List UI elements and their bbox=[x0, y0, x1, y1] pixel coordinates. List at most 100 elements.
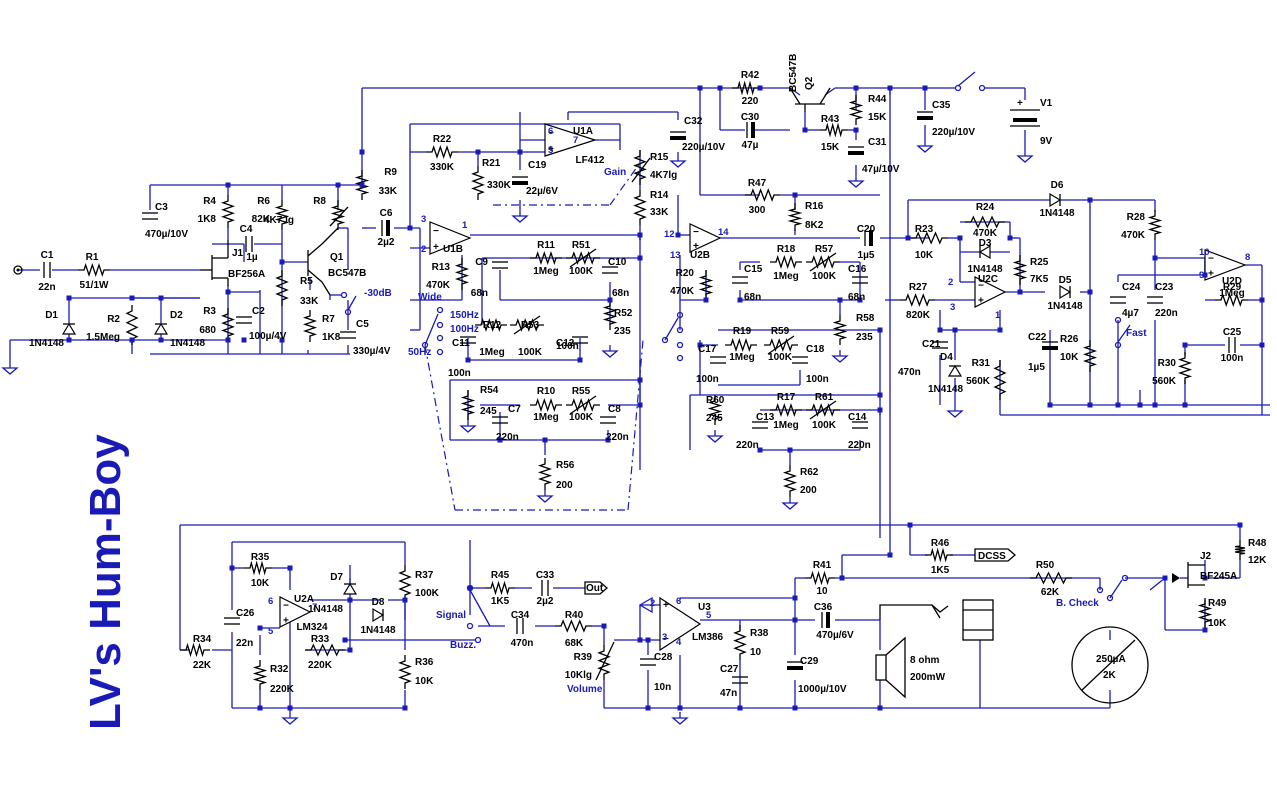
resistor-body bbox=[965, 215, 1005, 229]
label-c3: C3 bbox=[155, 202, 168, 213]
pin-label: 5 bbox=[268, 626, 274, 637]
pin-label: 5 bbox=[706, 610, 712, 621]
annotation-minus-30db: -30dB bbox=[364, 288, 392, 299]
resistor-r48 bbox=[1234, 540, 1246, 560]
junction-dot bbox=[577, 357, 583, 363]
switch-contact bbox=[978, 84, 986, 92]
label-u2b: U2B bbox=[690, 250, 710, 261]
capacitor-c36 bbox=[821, 612, 830, 628]
ground-symbol bbox=[831, 350, 849, 363]
label-c36: C36 bbox=[814, 602, 833, 613]
value-r20: 470K bbox=[670, 286, 695, 297]
value-u2a: LM324 bbox=[296, 622, 328, 633]
label-c17: C17 bbox=[698, 344, 717, 355]
resistor-body bbox=[993, 360, 1007, 400]
capacitor-c35 bbox=[917, 111, 933, 120]
label-c11: C11 bbox=[452, 338, 470, 349]
resistor-r7 bbox=[302, 310, 318, 342]
label-c15: C15 bbox=[744, 264, 763, 275]
resistor-r45 bbox=[485, 580, 515, 596]
junction-dot bbox=[792, 617, 798, 623]
value-c8: 220n bbox=[606, 432, 629, 443]
ground-symbol bbox=[671, 712, 689, 725]
plus-sign: + bbox=[433, 242, 439, 253]
labels: C122nR151/1WD11N4148R21.5MegD21N4148C347… bbox=[29, 70, 1267, 699]
label-j2: J2 bbox=[1200, 551, 1212, 562]
plus-sign: + bbox=[663, 600, 669, 611]
junction-dot bbox=[467, 585, 473, 591]
resistor-r1 bbox=[78, 262, 110, 278]
junction-dot bbox=[853, 85, 859, 91]
resistor-body bbox=[460, 390, 476, 420]
value-c33: 2µ2 bbox=[537, 596, 554, 607]
junction-dot bbox=[1007, 235, 1013, 241]
resistor-r12 bbox=[475, 317, 507, 333]
junction-dot bbox=[225, 182, 231, 188]
pin-label: 6 bbox=[548, 126, 553, 137]
value-r2: 1.5Meg bbox=[86, 332, 120, 343]
junction-dot bbox=[287, 565, 293, 571]
capacitor-c28 bbox=[640, 658, 656, 666]
junction-dot bbox=[887, 85, 893, 91]
junction-dot bbox=[675, 232, 681, 238]
label-r23: R23 bbox=[915, 224, 934, 235]
ground-symbol bbox=[1, 362, 19, 375]
resistor-r10 bbox=[530, 397, 562, 413]
label-u1b: U1B bbox=[443, 244, 463, 255]
junction-dot bbox=[792, 595, 798, 601]
junction-dot bbox=[229, 565, 235, 571]
junction-dot bbox=[637, 255, 643, 261]
label-r32: R32 bbox=[270, 664, 289, 675]
junction-dot bbox=[158, 295, 164, 301]
resistor-body bbox=[782, 465, 798, 497]
opamp-u2d: −+ bbox=[1204, 249, 1247, 281]
label-c34: C34 bbox=[511, 610, 530, 621]
resistor-r17 bbox=[770, 402, 802, 418]
label-c14: C14 bbox=[848, 412, 867, 423]
pin-label: 9 bbox=[1199, 270, 1204, 281]
resistor-r29 bbox=[1215, 293, 1248, 307]
resistor-body bbox=[221, 308, 235, 342]
value-r18: 1Meg bbox=[773, 271, 799, 282]
label-c30: C30 bbox=[741, 112, 760, 123]
junction-dot bbox=[1017, 289, 1023, 295]
junction-dot bbox=[877, 407, 883, 413]
jfet-j1 bbox=[200, 240, 229, 286]
ground-symbol bbox=[511, 210, 529, 223]
value-r11: 1Meg bbox=[533, 266, 559, 277]
junction-dot bbox=[645, 705, 651, 711]
junction-dot bbox=[158, 337, 164, 343]
label-r55: R55 bbox=[572, 386, 591, 397]
value-c31: 47µ/10V bbox=[862, 164, 900, 175]
value-c15: 68n bbox=[744, 292, 761, 303]
switch-contact bbox=[436, 306, 444, 314]
value-r47: 300 bbox=[749, 205, 766, 216]
diode-d6 bbox=[1049, 192, 1062, 208]
junction-dot bbox=[1047, 402, 1053, 408]
label-r15: R15 bbox=[650, 152, 669, 163]
junction-dot bbox=[637, 402, 643, 408]
label-r51: R51 bbox=[572, 240, 591, 251]
label-r59: R59 bbox=[771, 326, 790, 337]
junction-dot bbox=[359, 149, 365, 155]
junction-dot bbox=[802, 127, 808, 133]
label-u1a: U1A bbox=[573, 126, 593, 137]
resistor-r44 bbox=[848, 95, 864, 125]
minus-sign: − bbox=[978, 281, 984, 292]
junction-dot bbox=[607, 297, 613, 303]
switch-contact bbox=[954, 84, 962, 92]
capacitor-c29 bbox=[787, 661, 803, 670]
value-r59: 100K bbox=[768, 352, 793, 363]
label-c19: C19 bbox=[528, 160, 547, 171]
pin-label: 1 bbox=[462, 220, 468, 231]
opamp-u1b: −+ bbox=[429, 221, 472, 255]
junction-dot bbox=[645, 637, 651, 643]
value-r38: 10 bbox=[750, 647, 762, 658]
resistor-body bbox=[1030, 571, 1072, 585]
label-r22: R22 bbox=[433, 134, 452, 145]
label-r52: R52 bbox=[614, 308, 633, 319]
pin-label: 12 bbox=[664, 229, 675, 240]
junction-dot bbox=[857, 297, 863, 303]
value-c20: 1µ5 bbox=[858, 250, 875, 261]
plus-sign: + bbox=[1017, 98, 1023, 109]
